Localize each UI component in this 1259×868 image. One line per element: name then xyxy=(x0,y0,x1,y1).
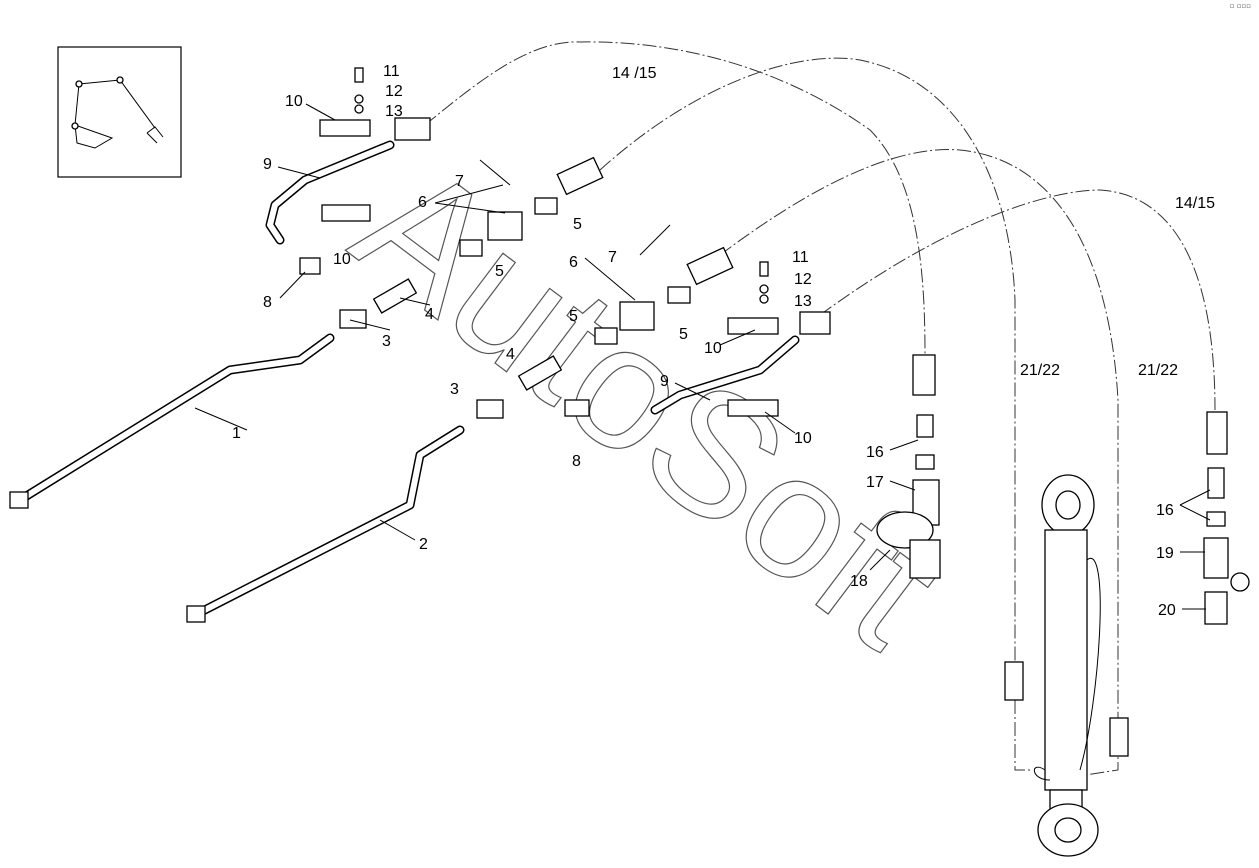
leader-lines xyxy=(194,103,1211,610)
callout-5: 5 xyxy=(679,326,688,343)
callout-18: 18 xyxy=(850,573,868,590)
callout-10: 10 xyxy=(794,430,812,447)
callout-4: 4 xyxy=(506,346,515,363)
callout-12: 12 xyxy=(385,83,403,100)
callouts: 11 12 13 10 9 14 /15 7 6 5 10 5 8 4 3 1 … xyxy=(232,63,1215,619)
pipes xyxy=(9,140,800,623)
fittings xyxy=(299,67,1250,757)
callout-2: 2 xyxy=(419,536,428,553)
callout-19: 19 xyxy=(1156,545,1174,562)
hoses xyxy=(424,41,1216,776)
corner-mark: ▫ ▫▫▫ xyxy=(1229,2,1251,10)
callout-7: 7 xyxy=(608,249,617,266)
callout-13: 13 xyxy=(794,293,812,310)
callout-14-15: 14 /15 xyxy=(612,65,657,82)
callout-12: 12 xyxy=(794,271,812,288)
callout-3: 3 xyxy=(450,381,459,398)
callout-10: 10 xyxy=(704,340,722,357)
callout-7: 7 xyxy=(455,173,464,190)
callout-8: 8 xyxy=(263,294,272,311)
callout-9: 9 xyxy=(660,373,669,390)
callout-5: 5 xyxy=(495,263,504,280)
callout-5: 5 xyxy=(569,308,578,325)
callout-21-22: 21/22 xyxy=(1138,362,1178,379)
callout-16: 16 xyxy=(866,444,884,461)
callout-16: 16 xyxy=(1156,502,1174,519)
inset-excavator-boom-icon xyxy=(57,46,182,178)
callout-4: 4 xyxy=(425,306,434,323)
callout-14-15: 14/15 xyxy=(1175,195,1215,212)
callout-11: 11 xyxy=(792,249,809,266)
callout-17: 17 xyxy=(866,474,884,491)
callout-9: 9 xyxy=(263,156,272,173)
callout-3: 3 xyxy=(382,333,391,350)
callout-20: 20 xyxy=(1158,602,1176,619)
callout-8: 8 xyxy=(572,453,581,470)
hydraulic-cylinder xyxy=(1033,474,1101,857)
callout-5: 5 xyxy=(573,216,582,233)
callout-10: 10 xyxy=(285,93,303,110)
callout-6: 6 xyxy=(418,194,427,211)
callout-11: 11 xyxy=(383,63,400,80)
callout-21-22: 21/22 xyxy=(1020,362,1060,379)
callout-6: 6 xyxy=(569,254,578,271)
callout-13: 13 xyxy=(385,103,403,120)
callout-10: 10 xyxy=(333,251,351,268)
callout-1: 1 xyxy=(232,425,241,442)
